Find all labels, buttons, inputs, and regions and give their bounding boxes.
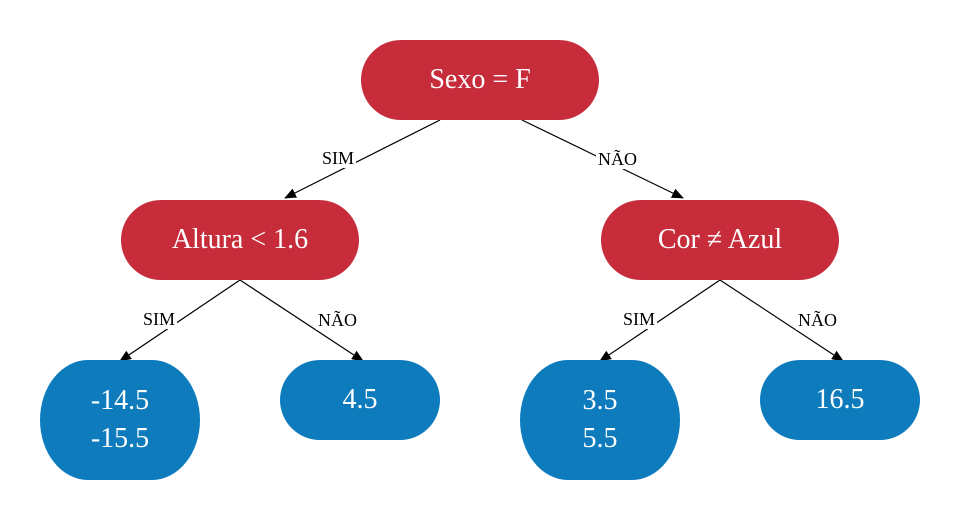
leaf-lr-value-1: 4.5 [342, 384, 378, 415]
edge-label-left-ll: SIM [141, 309, 178, 329]
edge-left-lr [239, 279, 364, 362]
leaf-lr: 4.5 [280, 360, 440, 440]
edge-left-ll [119, 279, 241, 362]
leaf-rl-value-1: 3.5 [582, 385, 618, 416]
leaf-rl-value-2: 5.5 [582, 423, 618, 454]
node-right-label: Cor ≠ Azul [657, 224, 783, 255]
edge-root-left [284, 119, 441, 199]
leaf-ll: -14.5 -15.5 [40, 360, 200, 480]
leaf-ll-value-1: -14.5 [90, 385, 150, 416]
leaf-rl: 3.5 5.5 [520, 360, 680, 480]
edge-label-root-left: SIM [320, 148, 357, 168]
leaf-ll-value-2: -15.5 [90, 423, 150, 454]
leaf-rr-value-1: 16.5 [815, 384, 865, 415]
node-left-label: Altura < 1.6 [171, 224, 309, 255]
edge-label-right-rl: SIM [621, 309, 658, 329]
edge-label-right-rr: NÃO [796, 310, 839, 330]
node-right: Cor ≠ Azul [601, 200, 839, 280]
edge-label-left-lr: NÃO [316, 310, 359, 330]
node-root: Sexo = F [361, 40, 599, 120]
leaf-rr: 16.5 [760, 360, 920, 440]
edge-label-root-right: NÃO [596, 149, 639, 169]
node-root-label: Sexo = F [429, 64, 531, 95]
edge-right-rr [719, 279, 844, 362]
node-left: Altura < 1.6 [121, 200, 359, 280]
edge-right-rl [599, 279, 721, 362]
